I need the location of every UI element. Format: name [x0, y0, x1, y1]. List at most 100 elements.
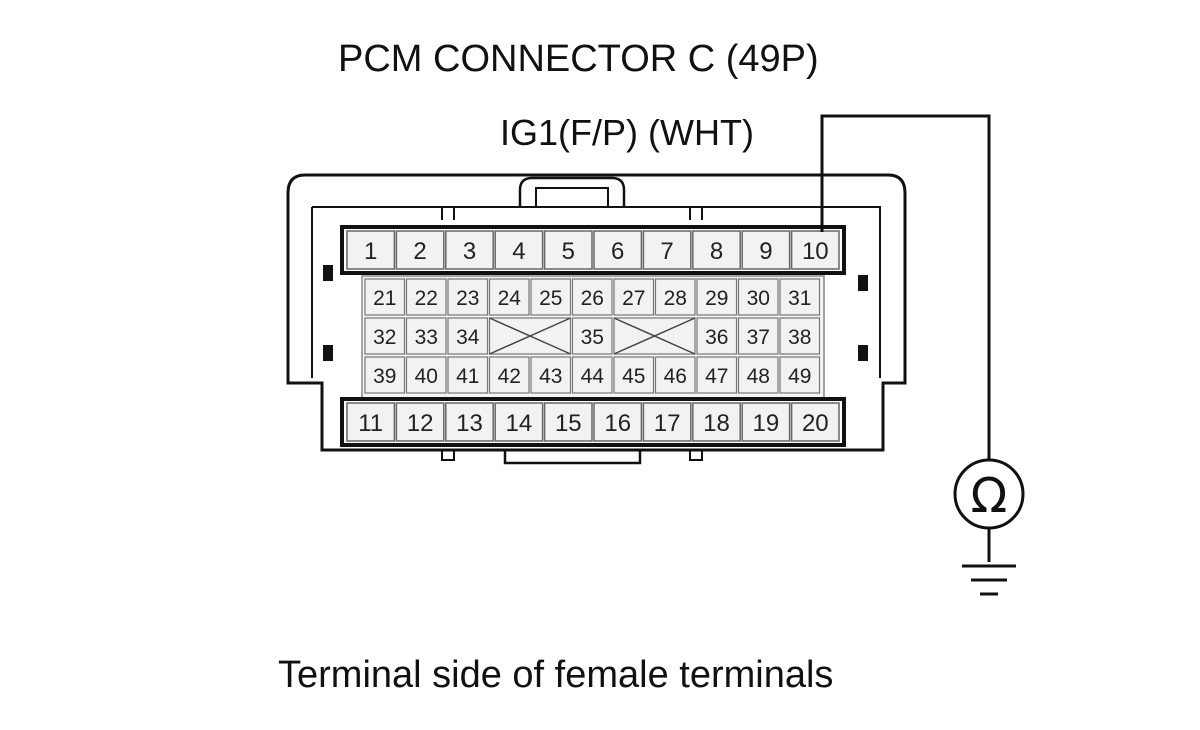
pin-cell: [445, 402, 494, 442]
pin-cell: [395, 402, 445, 442]
pin-cell: [543, 402, 593, 442]
pin-cell: [543, 230, 593, 270]
pin-cell: [696, 317, 738, 355]
pin-cell: [790, 230, 840, 270]
pin-number: 42: [498, 365, 521, 388]
pin-number: 32: [373, 326, 396, 349]
pin-cell: [654, 356, 696, 394]
pin-cell: [642, 230, 692, 270]
pin-cell: [447, 356, 489, 394]
pin-number: 38: [788, 326, 811, 349]
terminal-side-caption: Terminal side of female terminals: [278, 654, 834, 696]
pin-number: 10: [802, 238, 829, 265]
pin-cell: [790, 402, 840, 442]
pin-number: 18: [703, 410, 730, 437]
pin-number: 2: [413, 238, 426, 265]
pin-cell: [613, 278, 655, 316]
side-lock-tabs: [323, 265, 868, 361]
pin-cell: [696, 356, 738, 394]
diagram-title: PCM CONNECTOR C (49P): [0, 38, 1200, 88]
pin-number: 3: [463, 238, 476, 265]
pin-number: 47: [705, 365, 728, 388]
connector-housing: [286, 173, 907, 465]
pin-number: 14: [506, 410, 533, 437]
pin-cell: [405, 278, 447, 316]
pin-number: 34: [456, 326, 480, 349]
pin-cell: [447, 317, 489, 355]
pin-cell: [642, 402, 692, 442]
pin-number: 8: [710, 238, 723, 265]
ohm-symbol: Ω: [971, 468, 1008, 524]
pin-cell: [405, 356, 447, 394]
pin-cell: [779, 356, 821, 394]
pin-number: 24: [498, 287, 522, 310]
pin-number: 23: [456, 287, 479, 310]
pin-number: 22: [415, 287, 438, 310]
pin-number: 28: [664, 287, 687, 310]
pin-cell: [346, 402, 396, 442]
pin-cell: [737, 317, 779, 355]
pin-number: 1: [364, 238, 377, 265]
pin-number: 9: [759, 238, 772, 265]
pin-cell: [741, 230, 791, 270]
pin-number: 36: [705, 326, 728, 349]
pin-number: 44: [581, 365, 605, 388]
pin-cell: [571, 278, 613, 316]
bottom-pin-row-frame: [340, 397, 846, 447]
pin-number: 6: [611, 238, 624, 265]
pin-number: 41: [456, 365, 479, 388]
blank-cavity-cross: [489, 317, 571, 355]
pin-cell: [346, 230, 396, 270]
pin-number: 21: [373, 287, 396, 310]
pin-cell: [530, 278, 572, 316]
pin-cell: [395, 230, 445, 270]
pin-cell: [447, 278, 489, 316]
pin-number: 39: [373, 365, 396, 388]
pin-number: 46: [664, 365, 687, 388]
pin-number: 11: [358, 410, 383, 437]
pin-number: 15: [555, 410, 582, 437]
pin-number: 45: [622, 365, 645, 388]
pin-cell: [779, 317, 821, 355]
pin-number: 30: [747, 287, 770, 310]
pin-number: 43: [539, 365, 562, 388]
pin-number: 37: [747, 326, 770, 349]
pin-cell: [613, 356, 655, 394]
pin-number: 48: [747, 365, 770, 388]
pin-cell: [654, 278, 696, 316]
blank-cavity-cross: [613, 317, 696, 355]
pin-cell: [696, 278, 738, 316]
pin-cell: [494, 402, 544, 442]
pin-number: 40: [415, 365, 438, 388]
pin-number: 25: [539, 287, 562, 310]
pin-cell: [692, 402, 741, 442]
pin-cell: [741, 402, 791, 442]
pin-cell: [737, 278, 779, 316]
pin-number: 4: [512, 238, 525, 265]
pin-cell: [571, 317, 613, 355]
signal-label: IG1(F/P) (WHT): [500, 112, 754, 153]
pin-cell: [405, 317, 447, 355]
pin-number: 33: [415, 326, 438, 349]
pin-cell: [445, 230, 494, 270]
pin-number: 31: [788, 287, 811, 310]
pin-cell: [779, 278, 821, 316]
pin-number: 17: [654, 410, 681, 437]
pin-cell: [571, 356, 613, 394]
pin-number: 16: [604, 410, 631, 437]
pin-cell: [364, 317, 406, 355]
pin-number: 5: [562, 238, 575, 265]
pin-number: 12: [407, 410, 434, 437]
ground-icon: [962, 564, 1016, 596]
pin-cell: [530, 356, 572, 394]
pin-number: 19: [753, 410, 780, 437]
test-lead-wire: [820, 114, 991, 562]
top-pin-row-frame: [340, 225, 846, 275]
pin-cell: [737, 356, 779, 394]
pin-number: 26: [581, 287, 604, 310]
pin-cell: [488, 356, 530, 394]
pin-cell: [593, 402, 643, 442]
pin-number: 29: [705, 287, 728, 310]
pin-cell: [364, 356, 406, 394]
